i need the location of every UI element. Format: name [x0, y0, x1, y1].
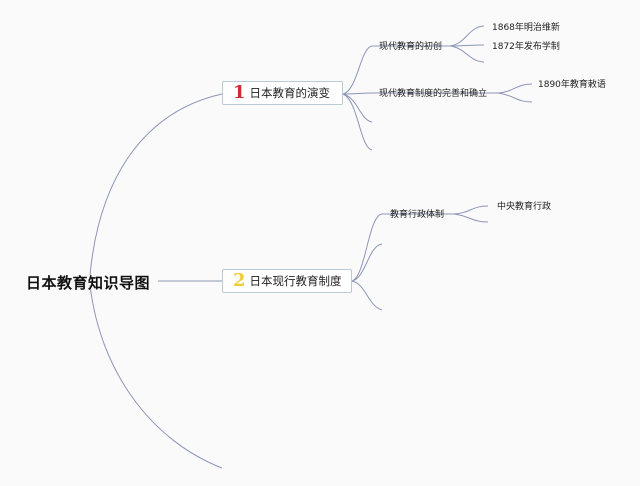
connector-b1-child-4: [342, 93, 373, 151]
branch-number-2: 2: [233, 270, 246, 291]
connector-b1-c2-sub-1: [497, 83, 533, 94]
connector-root-branch-1: [89, 93, 223, 276]
subtopic-modern-education-system-established[interactable]: 现代教育制度的完善和确立: [379, 89, 488, 99]
branch-number-1: 1: [233, 82, 246, 103]
connector-b1-c1-sub-2: [449, 44, 485, 47]
connector-b1-c2-sub-2: [497, 92, 533, 103]
leaf-central-education-administration[interactable]: 中央教育行政: [497, 202, 552, 212]
connector-b2-child-1: [351, 213, 383, 282]
leaf-1872-school-system[interactable]: 1872年发布学制: [492, 42, 560, 52]
leaf-1868-meiji-restoration[interactable]: 1868年明治维新: [492, 23, 560, 33]
leaf-1890-imperial-rescript[interactable]: 1890年教育敕语: [538, 80, 606, 90]
connector-root-lower-arc: [89, 284, 223, 469]
connector-b2-c1-sub-2: [453, 213, 489, 223]
subtopic-education-administration[interactable]: 教育行政体制: [390, 210, 445, 220]
root-topic[interactable]: 日本教育知识导图: [26, 274, 151, 292]
subtopic-modern-education-founding[interactable]: 现代教育的初创: [379, 42, 443, 52]
branch-topic-2[interactable]: 2 日本现行教育制度: [222, 269, 352, 293]
branch-label-1: 日本教育的演变: [249, 86, 331, 100]
connector-b1-child-3: [342, 93, 373, 123]
connector-b1-child-2: [342, 92, 373, 95]
branch-label-2: 日本现行教育制度: [249, 274, 342, 288]
connector-b1-child-1: [342, 45, 373, 95]
connector-b2-child-2: [351, 243, 383, 282]
connector-b1-c1-sub-1: [449, 25, 485, 47]
connector-b1-c1-sub-3: [449, 45, 485, 63]
branch-topic-1[interactable]: 1 日本教育的演变: [222, 81, 343, 105]
connector-b2-child-3: [351, 280, 383, 311]
connector-b2-c1-sub-1: [453, 205, 489, 215]
